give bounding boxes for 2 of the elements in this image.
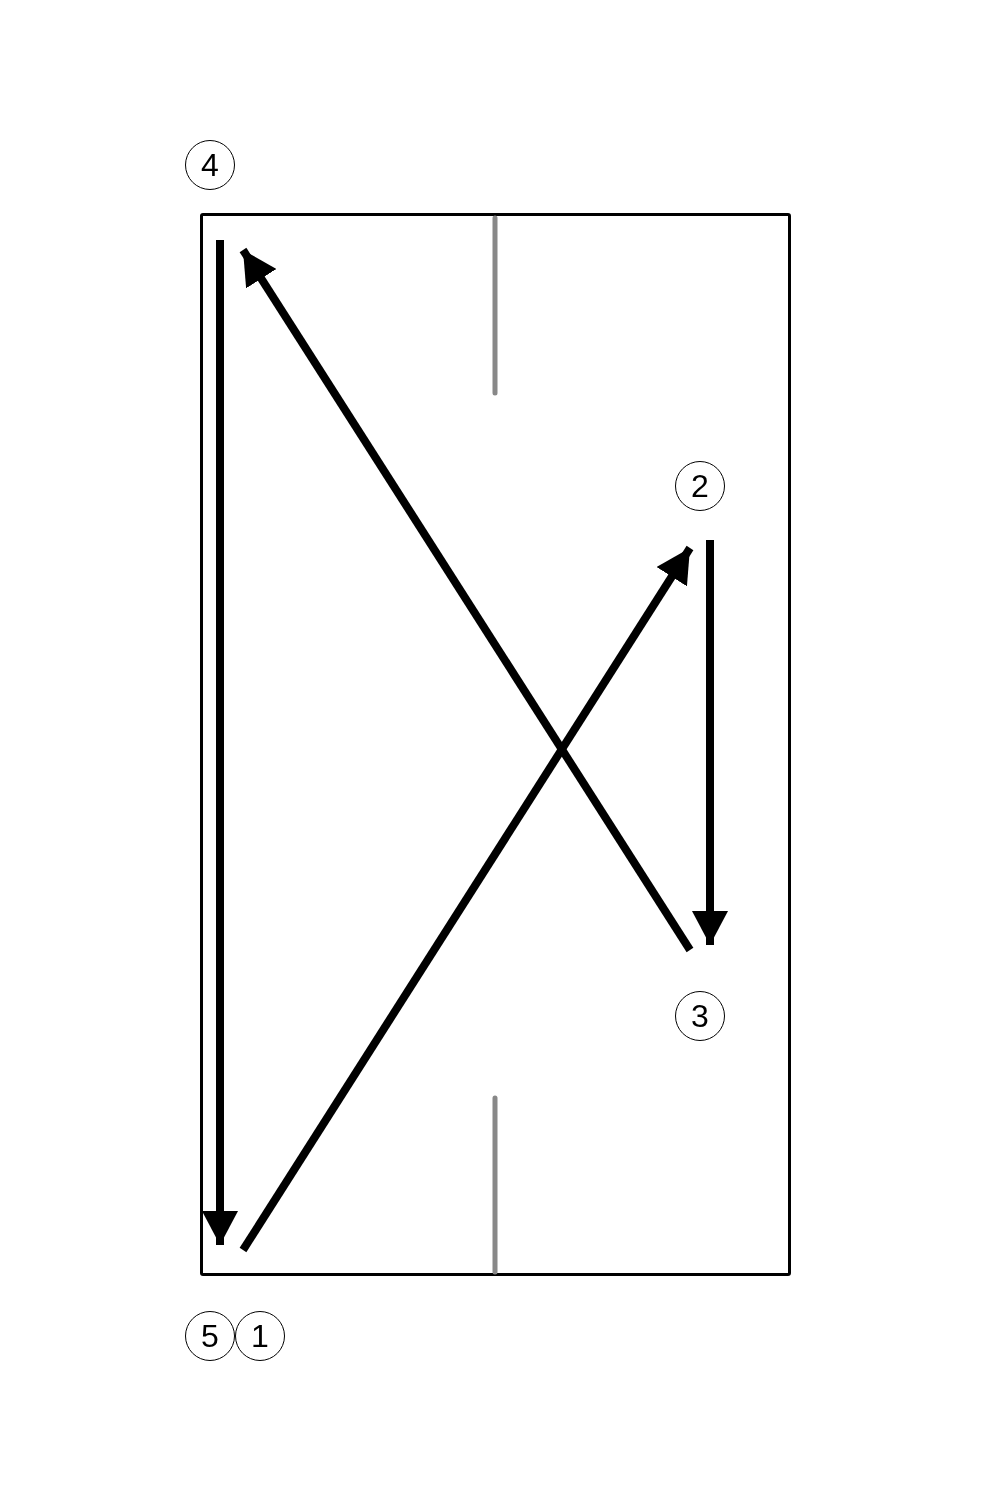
- arrow: [239, 545, 694, 1253]
- arrow: [239, 247, 694, 953]
